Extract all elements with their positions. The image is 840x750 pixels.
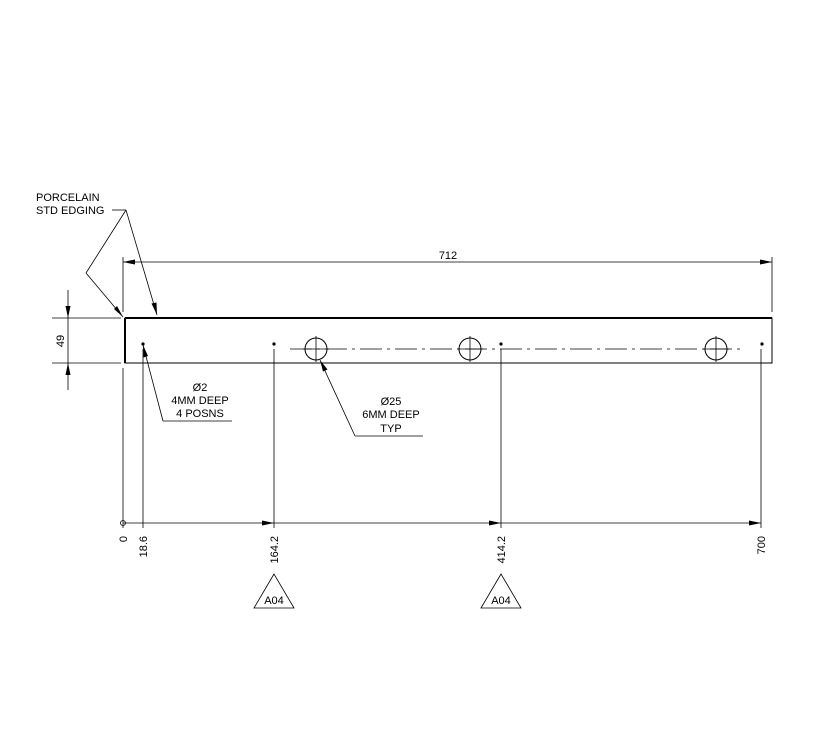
small-hole: [760, 342, 764, 346]
edging-leader: [85, 209, 158, 318]
section-ref-marker: [253, 573, 295, 609]
datum-700: 700: [756, 536, 768, 554]
small-hole-qty-label: 4 POSNS: [176, 408, 224, 420]
small-hole-leader: [142, 344, 232, 422]
edging-label-line2: STD EDGING: [36, 205, 104, 217]
datum-extension-lines: [122, 349, 762, 528]
section-ref-label: A04: [491, 595, 511, 607]
small-hole-depth-label: 4MM DEEP: [171, 395, 228, 407]
large-hole-depth-label: 6MM DEEP: [362, 409, 419, 421]
datum-414-2: 414.2: [496, 536, 508, 564]
section-ref-label: A04: [264, 595, 284, 607]
overall-length-value: 712: [439, 250, 457, 262]
part-outline: [124, 317, 773, 364]
small-hole-dia-label: Ø2: [193, 382, 208, 394]
height-dimension: [52, 290, 121, 390]
small-hole: [272, 342, 276, 346]
large-hole-dia-label: Ø25: [381, 396, 402, 408]
datum-0: 0: [118, 536, 130, 542]
section-ref-marker: [480, 573, 522, 609]
small-hole: [141, 342, 145, 346]
large-hole-leader: [319, 359, 423, 437]
large-hole-note-label: TYP: [380, 423, 401, 435]
edging-label-line1: PORCELAIN: [36, 192, 100, 204]
datum-18-6: 18.6: [138, 536, 150, 557]
large-hole: [303, 336, 329, 362]
height-value: 49: [55, 335, 67, 347]
large-hole: [457, 336, 483, 362]
large-hole: [703, 336, 729, 362]
datum-dimension-line: [120, 520, 761, 526]
datum-164-2: 164.2: [269, 536, 281, 564]
small-hole: [499, 342, 503, 346]
overall-length-dimension: [122, 257, 773, 312]
